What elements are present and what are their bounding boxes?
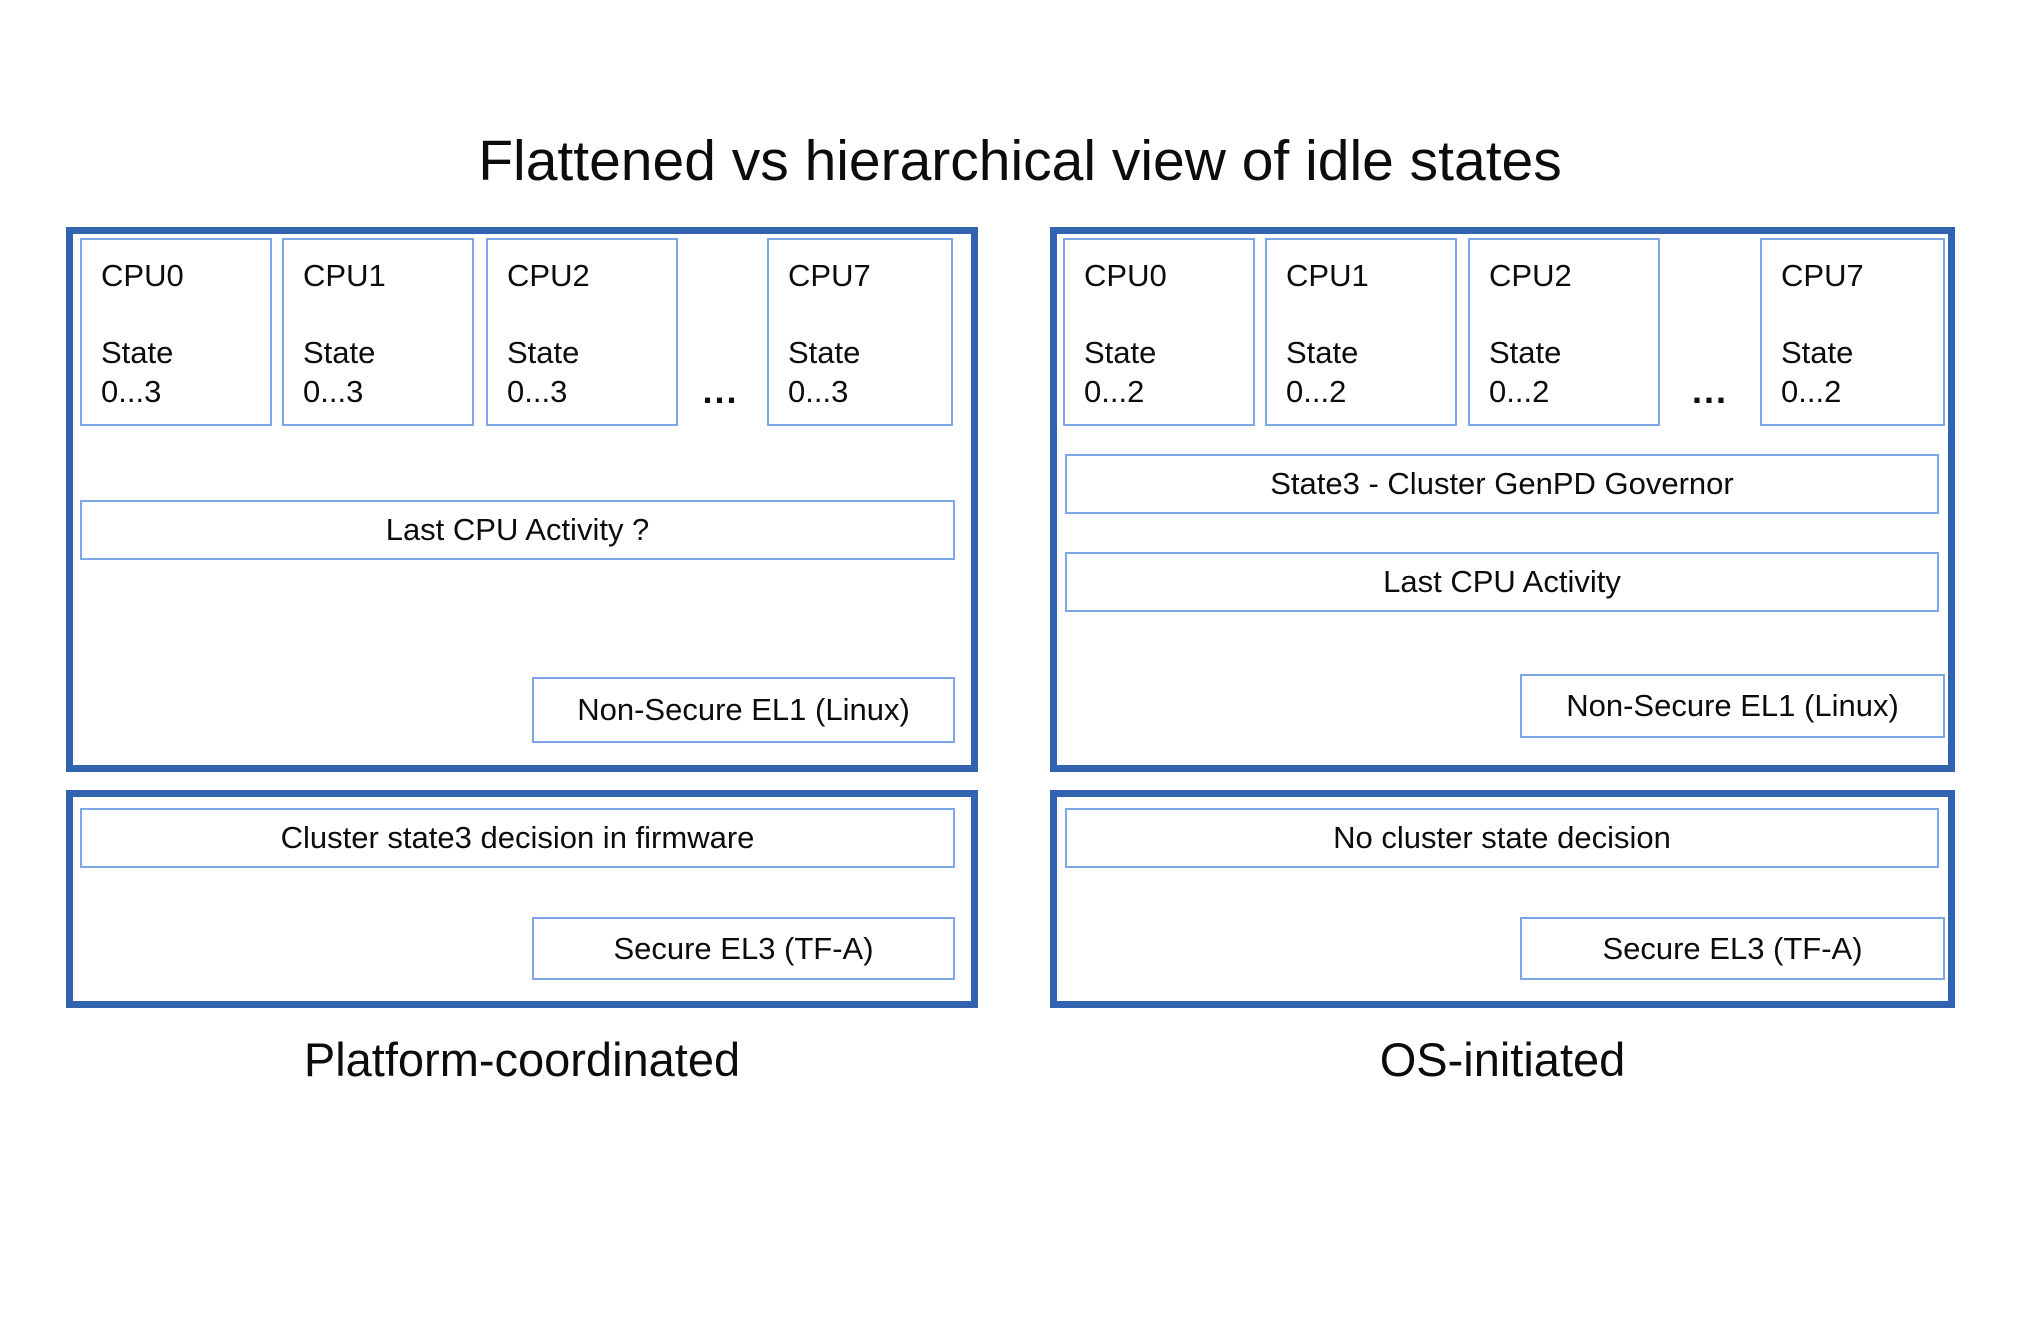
- platform-coordinated-caption: Platform-coordinated: [303, 1033, 741, 1086]
- cpu-state: State 0...3: [303, 333, 464, 412]
- os-initiated-caption: OS-initiated: [1379, 1033, 1626, 1086]
- cpu-state: State 0...3: [101, 333, 262, 412]
- os-initiated-secure-panel: No cluster state decision Secure EL3 (TF…: [1050, 790, 1955, 1008]
- cpu-state: State 0...2: [1489, 333, 1650, 412]
- secure-el3-box: Secure EL3 (TF-A): [1520, 917, 1945, 980]
- state-label: State: [1781, 334, 1854, 370]
- state-range: 0...2: [1489, 374, 1550, 410]
- cpu-name: CPU0: [1084, 258, 1167, 293]
- state-range: 0...3: [507, 374, 568, 410]
- cpu-box: CPU1 State 0...3: [282, 238, 474, 426]
- os-initiated-nonsecure-panel: CPU0 State 0...2 CPU1 State 0...2 CPU2 S…: [1050, 227, 1955, 772]
- state-label: State: [1286, 334, 1359, 370]
- cpu-name: CPU1: [1286, 258, 1369, 293]
- state-range: 0...3: [303, 374, 364, 410]
- state-range: 0...2: [1286, 374, 1347, 410]
- secure-el3-box: Secure EL3 (TF-A): [532, 917, 955, 980]
- last-cpu-activity-box: Last CPU Activity: [1065, 552, 1939, 612]
- ellipsis: ...: [1691, 370, 1728, 411]
- state-range: 0...3: [101, 374, 162, 410]
- non-secure-el1-box: Non-Secure EL1 (Linux): [532, 677, 955, 743]
- ellipsis: ...: [702, 370, 739, 411]
- cpu-box: CPU0 State 0...3: [80, 238, 272, 426]
- state-label: State: [303, 334, 376, 370]
- state-label: State: [507, 334, 580, 370]
- cpu-name: CPU2: [1489, 258, 1572, 293]
- cluster-decision-box: Cluster state3 decision in firmware: [80, 808, 955, 868]
- state-range: 0...2: [1781, 374, 1842, 410]
- cpu-name: CPU0: [101, 258, 184, 293]
- state-range: 0...2: [1084, 374, 1145, 410]
- platform-coordinated-nonsecure-panel: CPU0 State 0...3 CPU1 State 0...3 CPU2 S…: [66, 227, 978, 772]
- cpu-state: State 0...3: [788, 333, 943, 412]
- state-label: State: [101, 334, 174, 370]
- no-cluster-decision-box: No cluster state decision: [1065, 808, 1939, 868]
- cpu-name: CPU1: [303, 258, 386, 293]
- cpu-box: CPU0 State 0...2: [1063, 238, 1255, 426]
- state-label: State: [1084, 334, 1157, 370]
- last-cpu-activity-box: Last CPU Activity ?: [80, 500, 955, 560]
- page-title: Flattened vs hierarchical view of idle s…: [478, 129, 1562, 193]
- cluster-genpd-governor-box: State3 - Cluster GenPD Governor: [1065, 454, 1939, 514]
- cpu-box: CPU7 State 0...2: [1760, 238, 1945, 426]
- cpu-name: CPU7: [1781, 258, 1864, 293]
- cpu-name: CPU7: [788, 258, 871, 293]
- cpu-box: CPU1 State 0...2: [1265, 238, 1457, 426]
- state-label: State: [788, 334, 861, 370]
- cpu-state: State 0...3: [507, 333, 668, 412]
- cpu-box: CPU7 State 0...3: [767, 238, 953, 426]
- cpu-state: State 0...2: [1286, 333, 1447, 412]
- cpu-state: State 0...2: [1084, 333, 1245, 412]
- cpu-box: CPU2 State 0...3: [486, 238, 678, 426]
- non-secure-el1-box: Non-Secure EL1 (Linux): [1520, 674, 1945, 738]
- state-label: State: [1489, 334, 1562, 370]
- cpu-box: CPU2 State 0...2: [1468, 238, 1660, 426]
- cpu-name: CPU2: [507, 258, 590, 293]
- state-range: 0...3: [788, 374, 849, 410]
- cpu-state: State 0...2: [1781, 333, 1935, 412]
- platform-coordinated-secure-panel: Cluster state3 decision in firmware Secu…: [66, 790, 978, 1008]
